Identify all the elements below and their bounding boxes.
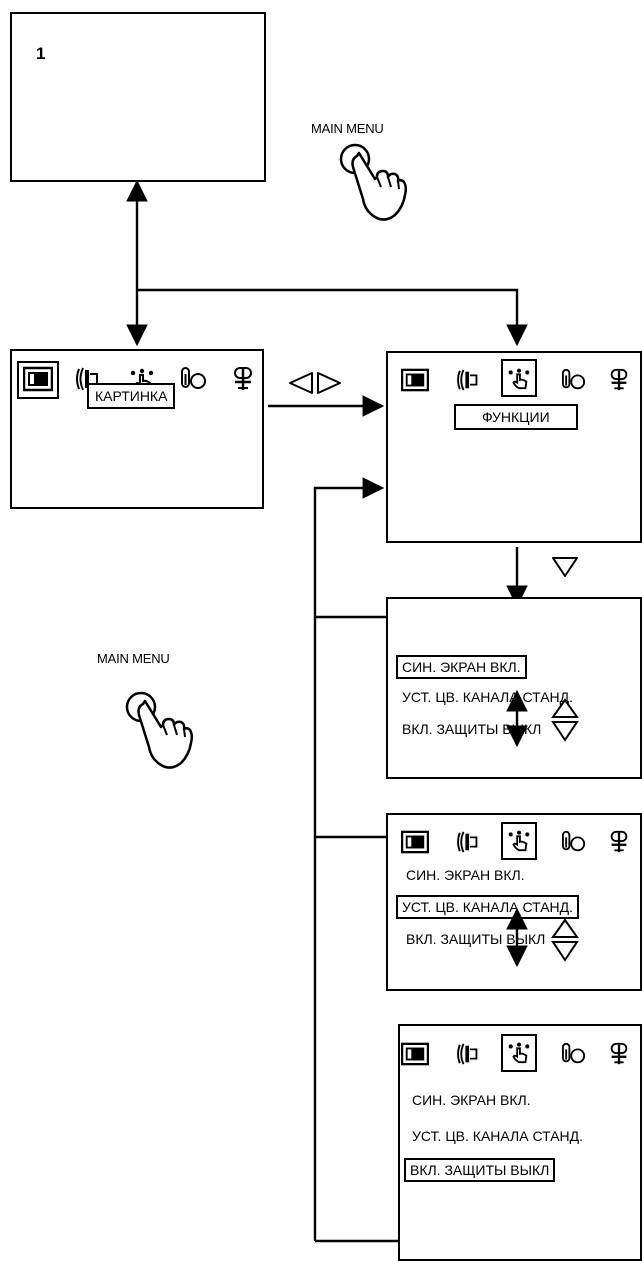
menu-item-blue-screen: СИН. ЭКРАН ВКЛ. — [412, 1092, 531, 1108]
menu-item-color-system: УСТ. ЦВ. КАНАЛА СТАНД. — [396, 895, 580, 919]
connectors — [126, 179, 528, 1243]
tab-functions: ФУНКЦИИ — [454, 404, 578, 430]
main-menu-label: MAIN MENU — [97, 651, 170, 666]
menu-item-blue-screen: СИН. ЭКРАН ВКЛ. — [406, 867, 525, 883]
menu-item-protection: ВКЛ. ЗАЩИТЫ ВЫКЛ — [406, 931, 546, 947]
icon-row-item2-screen — [401, 822, 628, 860]
screen-picture-menu: КАРТИНКА — [10, 349, 264, 509]
left-right-keys-icon — [289, 372, 341, 394]
return-line-to-functions — [313, 477, 385, 1241]
screen-item1-selected — [386, 597, 642, 689]
icon-row-picture-screen — [17, 361, 253, 399]
menu-item-blue-screen: СИН. ЭКРАН ВКЛ. — [396, 655, 527, 679]
screen-functions-menu: ФУНКЦИИ — [386, 351, 642, 543]
main-menu-label: MAIN MENU — [311, 121, 384, 136]
menu-item-color-system: УСТ. ЦВ. КАНАЛА СТАНД. — [412, 1128, 584, 1144]
screen-submenu-1: СИН. ЭКРАН ВКЛ. УСТ. ЦВ. КАНАЛА СТАНД. В… — [386, 597, 642, 779]
icon-row-item3-screen — [401, 1034, 628, 1072]
menu-item-color-system: УСТ. ЦВ. КАНАЛА СТАНД. — [402, 689, 574, 705]
icon-row-functions-screen — [401, 359, 628, 397]
up-down-keys-icon — [551, 698, 579, 962]
menu-item-protection: ВКЛ. ЗАЩИТЫ ВЫКЛ — [404, 1158, 556, 1182]
screen-number: 1 — [36, 44, 46, 63]
hand-press-icon — [339, 143, 408, 221]
tab-picture: КАРТИНКА — [87, 383, 176, 409]
down-key-icon — [552, 557, 578, 577]
screen-1: 1 — [10, 12, 266, 182]
hand-press-icon — [125, 691, 194, 769]
screen-submenu-2: СИН. ЭКРАН ВКЛ. УСТ. ЦВ. КАНАЛА СТАНД. В… — [386, 813, 642, 991]
line-to-functions — [137, 288, 528, 347]
menu-item-protection: ВКЛ. ЗАЩИТЫ ВЫКЛ — [402, 721, 542, 737]
screen-submenu-3: СИН. ЭКРАН ВКЛ. УСТ. ЦВ. КАНАЛА СТАНД. В… — [398, 1024, 642, 1261]
